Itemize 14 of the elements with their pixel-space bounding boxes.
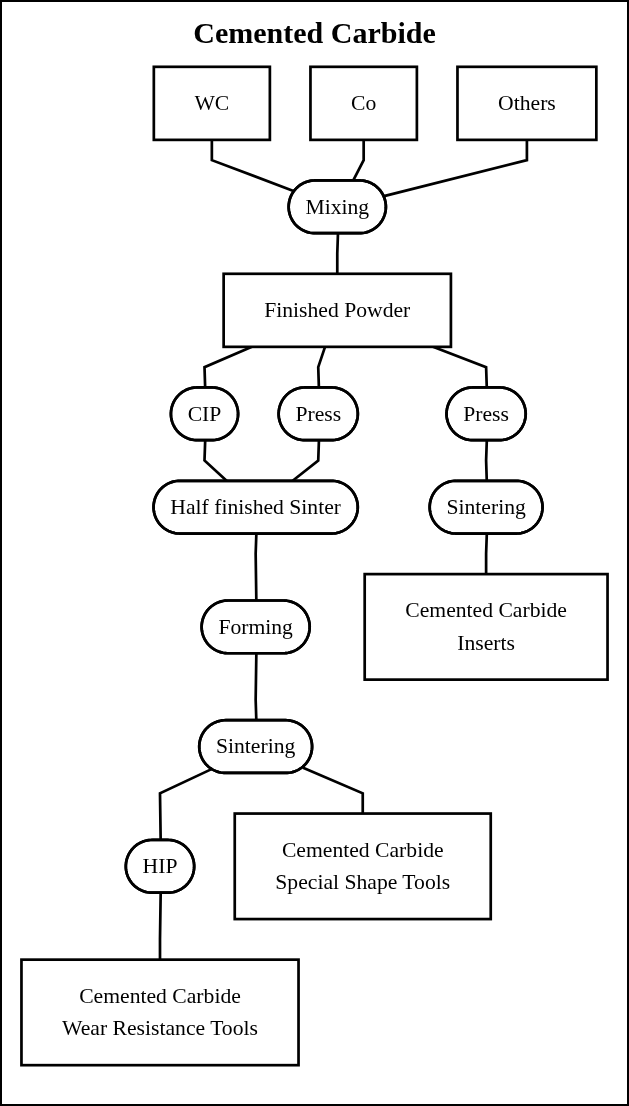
connector <box>335 233 340 274</box>
connector <box>302 766 365 814</box>
node-box: Cemented Carbide Inserts <box>363 572 609 681</box>
diagram-title: Cemented Carbide <box>193 16 436 50</box>
node-box: WC <box>152 65 272 142</box>
node-box: Cemented Carbide Special Shape Tools <box>233 812 493 921</box>
node-box: Others <box>456 65 598 142</box>
connector <box>158 893 163 960</box>
connector <box>484 534 489 575</box>
connector <box>383 139 529 198</box>
node-box: Finished Powder <box>222 272 453 349</box>
node-box: Cemented Carbide Wear Resistance Tools <box>20 958 300 1067</box>
node-box: Co <box>309 65 419 142</box>
connector <box>254 653 258 721</box>
